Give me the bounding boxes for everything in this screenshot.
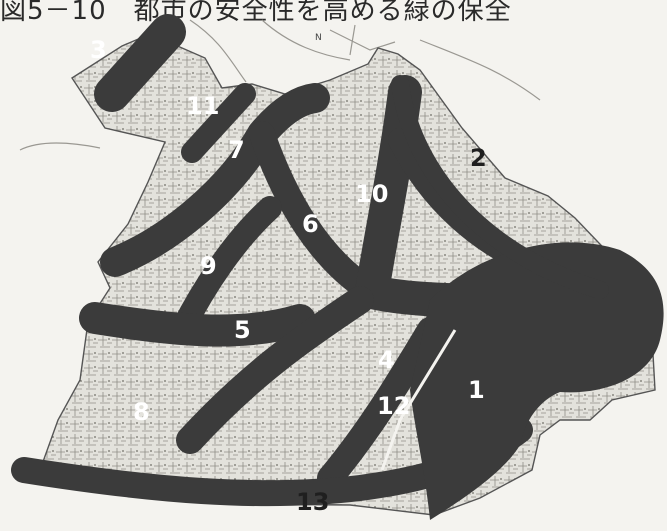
belt-7 [100, 83, 330, 277]
background-roads [19, 19, 541, 151]
zone-label-2: 2 [470, 144, 487, 172]
zone-label-6: 6 [302, 210, 319, 238]
green-belts [11, 14, 617, 507]
zone-label-13: 13 [296, 488, 329, 516]
belt-3 [94, 14, 186, 112]
zone-label-5: 5 [234, 316, 251, 344]
belt-east-edge [391, 75, 609, 299]
zone-label-8: 8 [133, 398, 150, 426]
zone-label-9: 9 [200, 252, 217, 280]
figure-caption: 図5－10 都市の安全性を高める緑の保全 [0, 0, 512, 22]
belt-12 [317, 317, 443, 491]
belt-west [79, 302, 316, 347]
zone-label-12: 12 [377, 392, 410, 420]
belt-6 [249, 121, 385, 305]
zone-label-7: 7 [228, 136, 245, 164]
zone-label-4: 4 [378, 346, 395, 374]
north-marker: N [315, 33, 322, 43]
belt-4-8 [176, 286, 374, 454]
belt-hub [410, 242, 664, 520]
zone-label-11: 11 [186, 92, 219, 120]
zone-labels: 1 2 3 4 5 6 7 8 9 10 11 12 13 [90, 36, 487, 516]
belt-11 [181, 83, 256, 163]
belt-3-edge [380, 329, 457, 471]
zone-label-1: 1 [468, 376, 485, 404]
zone-label-3: 3 [90, 36, 107, 64]
zone-label-10: 10 [355, 180, 388, 208]
